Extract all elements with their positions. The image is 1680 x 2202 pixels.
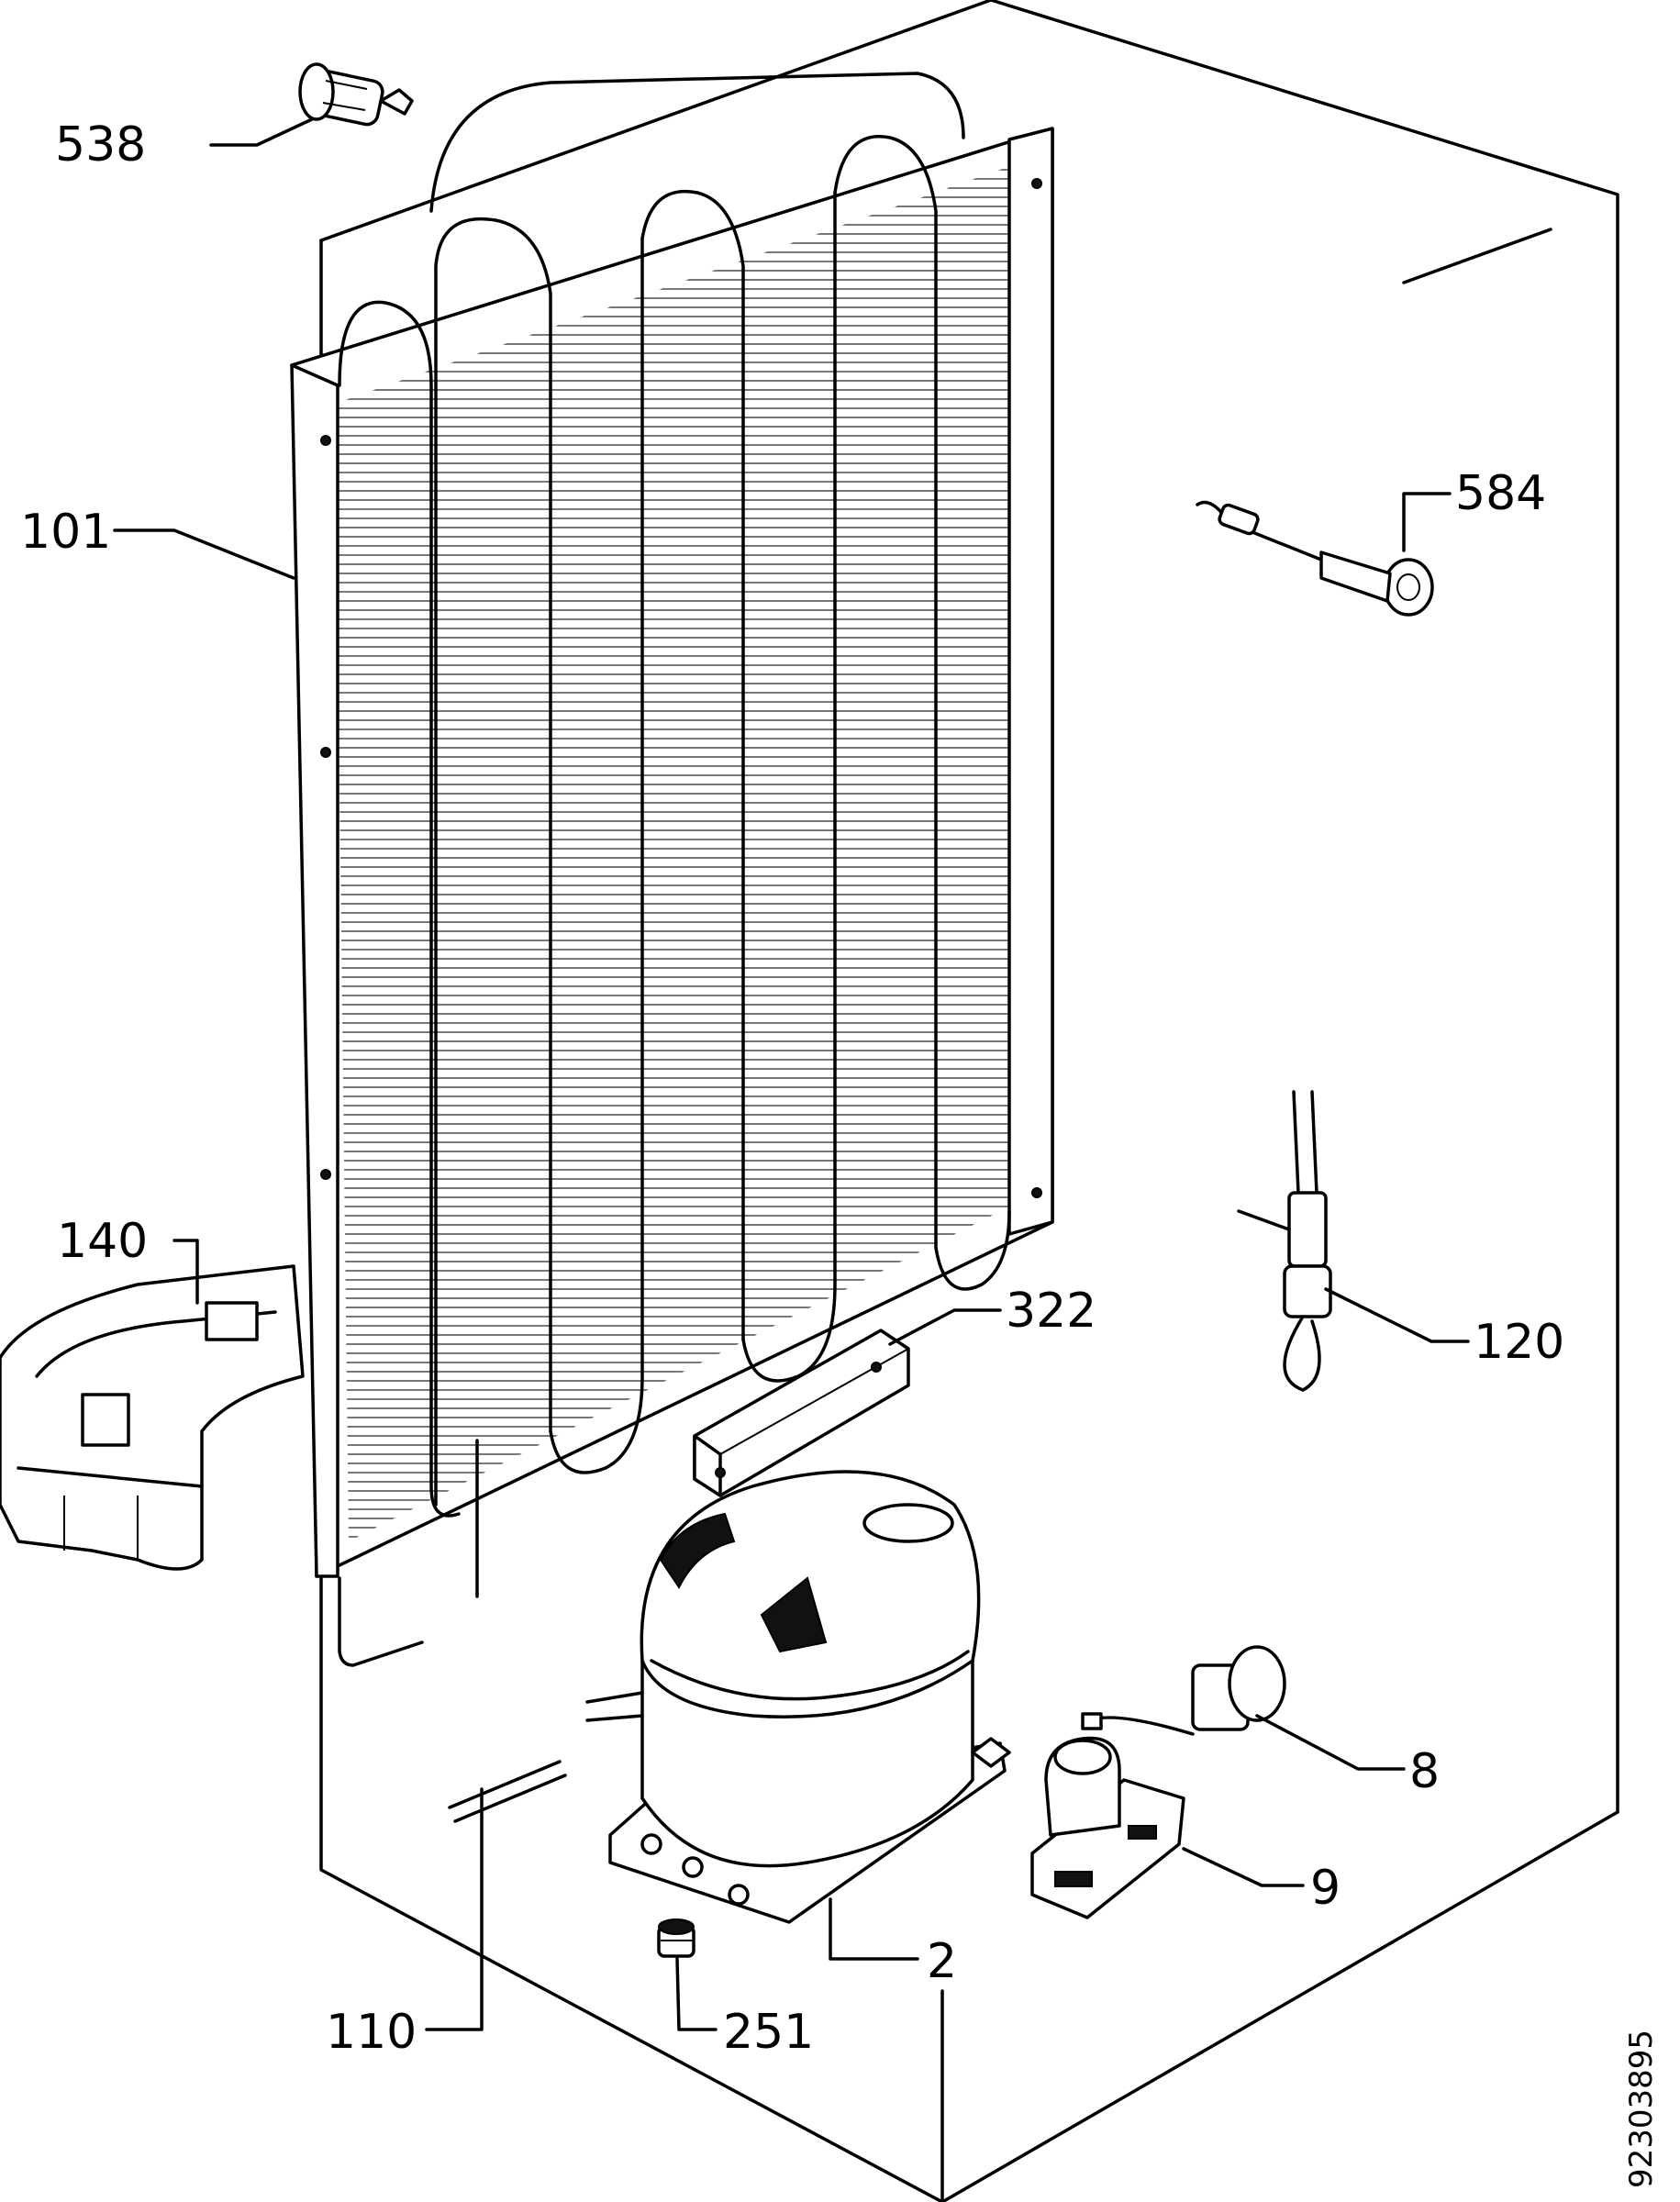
label-110: 110 xyxy=(326,2005,417,2060)
label-251: 251 xyxy=(723,2005,814,2060)
label-322: 322 xyxy=(1006,1284,1096,1339)
sensor-584-icon xyxy=(1196,500,1434,617)
label-140: 140 xyxy=(57,1214,148,1269)
probe-120-icon xyxy=(1237,1090,1332,1392)
drawing-code: 92303895 xyxy=(1623,2030,1660,2188)
rod-110-icon xyxy=(448,1760,567,1823)
clip-538-icon xyxy=(298,62,414,127)
label-9: 9 xyxy=(1310,1861,1341,1916)
part-labels: 538 101 584 140 322 120 8 9 2 110 251 92… xyxy=(20,117,1660,2188)
label-101: 101 xyxy=(20,505,111,560)
bracket-322-icon xyxy=(693,1329,910,1497)
label-8: 8 xyxy=(1409,1744,1440,1799)
label-2: 2 xyxy=(927,1934,957,1989)
condenser-101 xyxy=(290,72,1054,1667)
protector-9-icon xyxy=(1030,1736,1185,1919)
label-538: 538 xyxy=(55,117,146,172)
grommet-251-icon xyxy=(657,1918,695,1958)
label-584: 584 xyxy=(1455,466,1546,521)
relay-8-icon xyxy=(1081,1645,1286,1736)
drip-tray-140-icon xyxy=(0,1264,305,1571)
label-120: 120 xyxy=(1474,1315,1564,1370)
compressor-2-icon xyxy=(585,1470,1011,1924)
leader-lines xyxy=(113,117,1470,2031)
